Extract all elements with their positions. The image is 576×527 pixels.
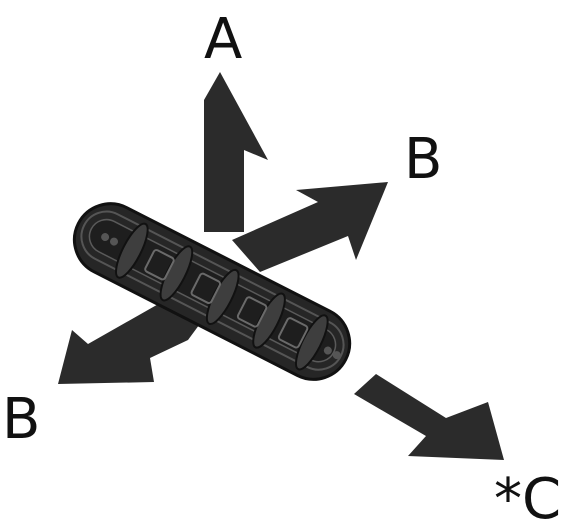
label-b-upper-right: B [404, 127, 442, 192]
ribbed-part [72, 202, 352, 381]
label-a: A [204, 7, 242, 72]
arrow-upper-right-b [232, 182, 388, 272]
arrow-up-a [204, 72, 268, 232]
arrow-lower-left-b [58, 294, 216, 384]
label-b-lower-left: B [2, 387, 40, 452]
part-bumps [101, 233, 341, 360]
label-c-lower-right: *C [494, 467, 561, 527]
arrow-lower-right-c [354, 374, 504, 460]
part-windows [144, 249, 309, 349]
